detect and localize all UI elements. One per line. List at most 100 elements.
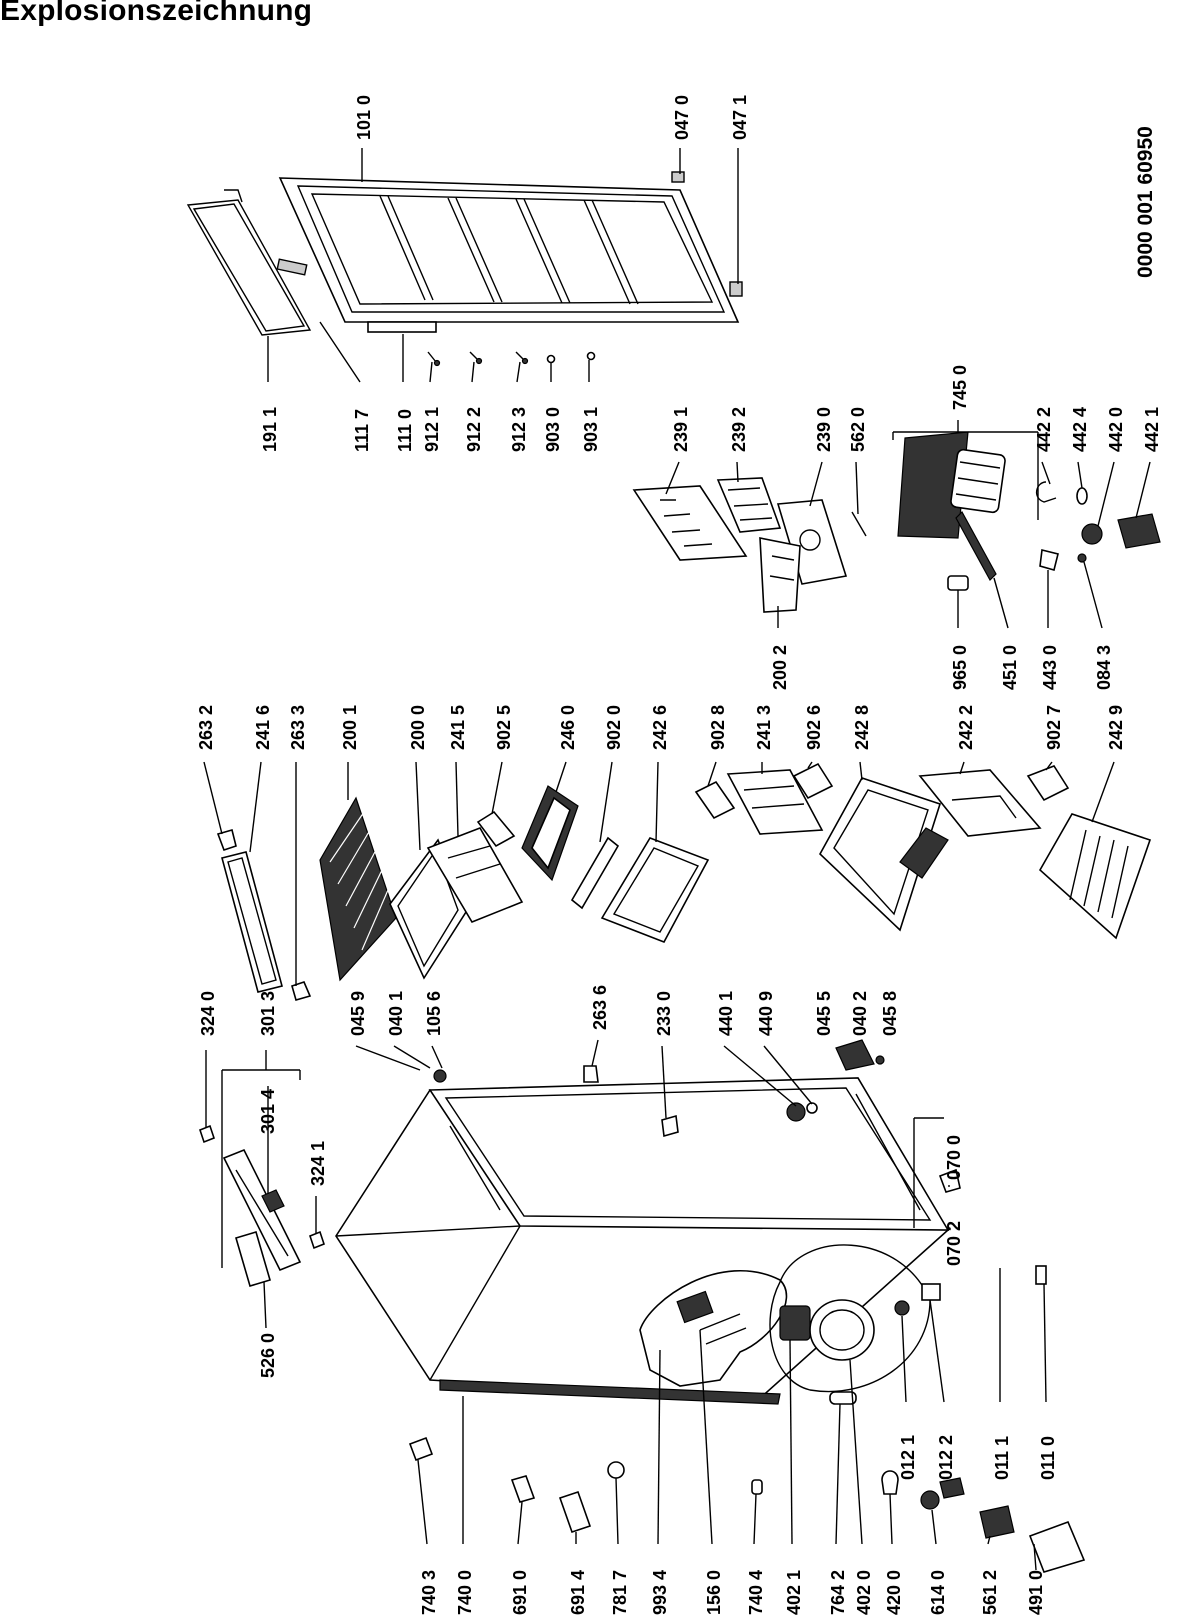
label-239-1: 239 1 [671, 407, 691, 452]
part-740-3 [408, 1436, 434, 1462]
part-614-0-box [939, 1477, 965, 1499]
label-105-6: 105 6 [424, 991, 444, 1036]
label-084-3: 084 3 [1094, 645, 1114, 690]
label-614-0: 614 0 [928, 1570, 948, 1615]
screw-011-0 [1035, 1265, 1047, 1285]
label-740-3: 740 3 [419, 1570, 439, 1615]
label-903-1: 903 1 [581, 407, 601, 452]
label-526-0: 526 0 [258, 1333, 278, 1378]
bottom-parts: 740 3 740 0 691 0 691 4 781 7 993 4 156 … [408, 1329, 1086, 1615]
door-gasket-inner [192, 203, 306, 332]
door-rack-241-6 [221, 851, 283, 993]
label-301-3: 301 3 [258, 991, 278, 1036]
bracket-lines [727, 487, 773, 521]
label-040-2: 040 2 [850, 991, 870, 1036]
label-111-0: 111 0 [395, 409, 415, 452]
label-047-0: 047 0 [672, 95, 692, 140]
evaporator-coil [897, 431, 969, 539]
sensor-562-0 [851, 511, 867, 537]
dryer-764-2 [829, 1391, 857, 1405]
label-965-0: 965 0 [950, 645, 970, 690]
label-011-0: 011 0 [1038, 1436, 1058, 1480]
wire-shelf-200-1 [319, 796, 397, 982]
label-011-1: 011 1 [992, 1436, 1012, 1480]
label-902-6: 902 6 [804, 705, 824, 750]
cover-242-2-detail [951, 795, 1017, 819]
label-491-0: 491 0 [1026, 1570, 1046, 1615]
label-239-2: 239 2 [729, 407, 749, 452]
label-241-3: 241 3 [754, 705, 774, 750]
control-panel-993-4 [639, 1269, 788, 1387]
part-526-0 [235, 1231, 271, 1287]
door-assembly: 101 0 047 0 047 1 191 1 111 7 111 0 912 … [186, 95, 750, 452]
door-panel [278, 177, 740, 323]
label-012-2: 012 2 [936, 1435, 956, 1480]
document-number: 0000 001 60950 [1134, 126, 1157, 278]
fan-442-0 [1081, 523, 1103, 545]
door-rack-inner [227, 857, 277, 985]
label-045-9: 045 9 [348, 991, 368, 1036]
seal-440-1 [786, 1102, 806, 1122]
part-324-0 [199, 1124, 215, 1144]
part-420-0 [881, 1470, 899, 1495]
door-gasket [186, 199, 312, 336]
flap-241-5 [426, 827, 524, 923]
cabinet-opening [444, 1087, 932, 1221]
part-070-2 [938, 1168, 961, 1193]
label-242-8: 242 8 [852, 705, 872, 750]
condenser-740-0 [439, 1379, 781, 1405]
clip-263-2 [216, 829, 237, 852]
crisper-242-6 [600, 837, 710, 944]
label-440-1: 440 1 [716, 991, 736, 1036]
label-047-1: 047 1 [730, 95, 750, 140]
label-562-0: 562 0 [848, 407, 868, 452]
clip-902-5 [476, 810, 516, 848]
part-491-0 [1028, 1520, 1086, 1573]
page-title: Explosionszeichnung [0, 0, 313, 27]
hinge-part-047-1 [729, 281, 743, 297]
wire-shelf-grid [329, 811, 389, 951]
compressor-dome [819, 1309, 865, 1351]
evaporator-tubes [950, 448, 1006, 514]
label-912-1: 912 1 [422, 407, 442, 452]
label-902-7: 902 7 [1044, 705, 1064, 750]
part-691-4 [558, 1490, 592, 1534]
control-panel-display [676, 1290, 714, 1324]
label-242-2: 242 2 [956, 705, 976, 750]
label-156-0: 156 0 [704, 1570, 724, 1615]
part-233-0 [661, 1114, 679, 1138]
gasket-corner [224, 189, 243, 203]
label-442-2: 442 2 [1034, 407, 1054, 452]
label-745-0: 745 0 [950, 365, 970, 410]
label-902-5: 902 5 [494, 705, 514, 750]
drawer-242-8-handle [899, 827, 949, 879]
compressor-detail: 012 1 012 2 011 1 011 0 [639, 1244, 1058, 1480]
relay-402-1 [779, 1305, 811, 1341]
seal-440-9 [806, 1102, 818, 1114]
label-420-0: 420 0 [884, 1570, 904, 1615]
nut-084-3 [1077, 553, 1087, 563]
label-691-4: 691 4 [568, 1570, 588, 1615]
label-040-1: 040 1 [386, 991, 406, 1036]
clip-965-0 [947, 575, 969, 591]
door-liner [310, 193, 714, 305]
label-070-0: 070 0 [944, 1135, 964, 1180]
compressor-402-0 [809, 1299, 875, 1361]
clip-263-3 [291, 981, 312, 1001]
fan-motor-442-1 [1117, 513, 1161, 549]
door-inner-frame [296, 185, 726, 313]
label-111-7: 111 7 [352, 409, 372, 452]
compressor-detail-outline [769, 1244, 931, 1393]
evaporator-assembly: 239 1 239 2 239 0 562 0 745 0 442 2 442 … [632, 365, 1162, 690]
hinge-top [433, 1069, 447, 1083]
cabinet-edge [335, 1225, 521, 1237]
label-045-5: 045 5 [814, 991, 834, 1036]
label-443-0: 443 0 [1040, 645, 1060, 690]
part-691-0 [510, 1475, 536, 1503]
label-200-1: 200 1 [340, 705, 360, 750]
clip-902-6 [792, 762, 834, 800]
evaporator-leaders [665, 420, 1151, 629]
label-070-2: 070 2 [944, 1221, 964, 1266]
part-561-2 [979, 1505, 1015, 1539]
